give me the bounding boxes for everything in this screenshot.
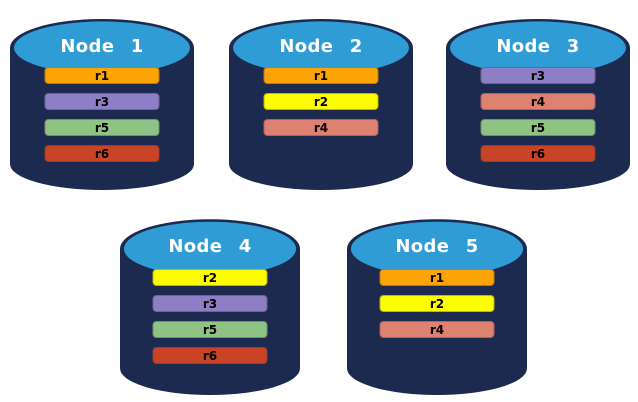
replica-bar: r5 [152,321,268,338]
node-5-cylinder: Node 5 r1 r2 r4 [347,210,527,396]
node-5-label: Node 5 [395,236,479,257]
replica-bar: r4 [480,93,596,110]
node-1-cylinder: Node 1 r1 r3 r5 r6 [10,10,194,191]
node-2-label: Node 2 [279,36,363,57]
replica-bar: r1 [379,269,495,286]
node-4-replica-list: r2 r3 r5 r6 [152,269,268,364]
replica-bar: r2 [263,93,379,110]
replica-bar: r1 [44,67,160,84]
replica-bar: r2 [379,295,495,312]
replica-bar: r6 [44,145,160,162]
replica-bar: r1 [263,67,379,84]
node-1-label: Node 1 [60,36,144,57]
replica-bar: r5 [44,119,160,136]
replica-bar: r3 [44,93,160,110]
node-2-cylinder: Node 2 r1 r2 r4 [229,10,413,191]
replica-bar: r2 [152,269,268,286]
node-5-replica-list: r1 r2 r4 [379,269,495,338]
replica-bar: r6 [480,145,596,162]
node-1-replica-list: r1 r3 r5 r6 [44,67,160,162]
replica-bar: r3 [152,295,268,312]
replica-bar: r3 [480,67,596,84]
node-4-cylinder: Node 4 r2 r3 r5 r6 [120,210,300,396]
replica-bar: r4 [263,119,379,136]
node-2-replica-list: r1 r2 r4 [263,67,379,136]
node-3-label: Node 3 [496,36,580,57]
replica-bar: r6 [152,347,268,364]
node-3-replica-list: r3 r4 r5 r6 [480,67,596,162]
node-3-cylinder: Node 3 r3 r4 r5 r6 [446,10,630,191]
replica-bar: r4 [379,321,495,338]
node-4-label: Node 4 [168,236,252,257]
replica-bar: r5 [480,119,596,136]
